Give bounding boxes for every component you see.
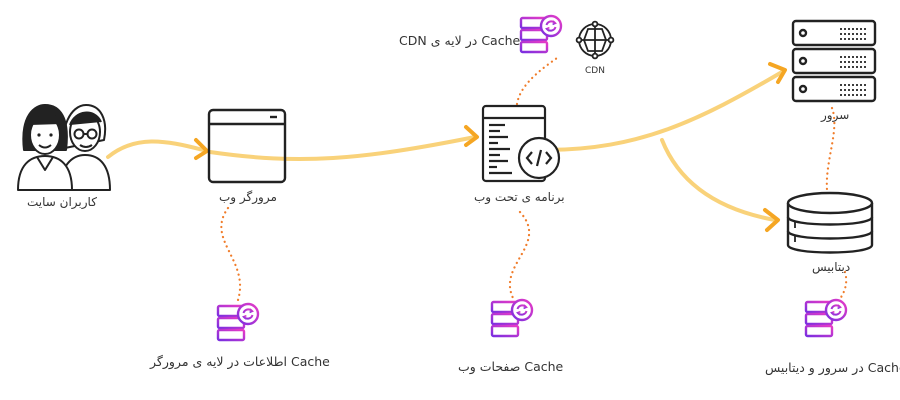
server-label: سرور: [821, 108, 850, 122]
cache-link-webapp: [508, 210, 531, 302]
database-icon: [786, 191, 874, 254]
browser-window-icon: [207, 108, 287, 184]
network-globe-icon: [575, 20, 615, 60]
flow-line-users-browser: [106, 139, 205, 159]
cdn-label: CDN: [585, 66, 605, 76]
cache-link-browser: [220, 206, 241, 302]
arrow-heads: [194, 62, 787, 232]
users-icon: [17, 104, 111, 191]
flow-line-browser-webapp: [208, 135, 477, 162]
flow-line-to-database: [660, 138, 777, 222]
database-label: دیتابیس: [812, 260, 851, 274]
arrow-head-server: [768, 62, 787, 84]
cache-links: [220, 56, 848, 309]
cache-icon-browser: [216, 302, 260, 342]
flow-lines: [106, 70, 784, 222]
arrow-head-browser: [194, 138, 209, 160]
server-rack-icon: [791, 19, 877, 103]
server-cache-label: Cache در سرور و دیتابیس: [765, 360, 900, 375]
flow-line-webapp-server: [543, 70, 784, 152]
arrow-head-webapp: [464, 125, 479, 147]
cache-icon-cdn: [519, 14, 563, 54]
webapp-cache-label: Cache صفحات وب: [458, 359, 564, 374]
users-label: کاربران سایت: [27, 195, 97, 209]
cdn-cache-label: Cache در لایه ی CDN: [399, 33, 521, 48]
webapp-label: برنامه ی تحت وب: [474, 190, 565, 204]
cache-icon-server-db: [804, 298, 848, 338]
arrow-head-database: [763, 208, 780, 232]
browser-cache-label: Cache اطلاعات در لایه ی مرورگر: [150, 354, 330, 369]
code-window-icon: [481, 104, 561, 183]
cache-icon-webapp: [490, 298, 534, 338]
browser-label: مرورگر وب: [219, 190, 277, 204]
cache-link-cdn: [515, 56, 559, 106]
